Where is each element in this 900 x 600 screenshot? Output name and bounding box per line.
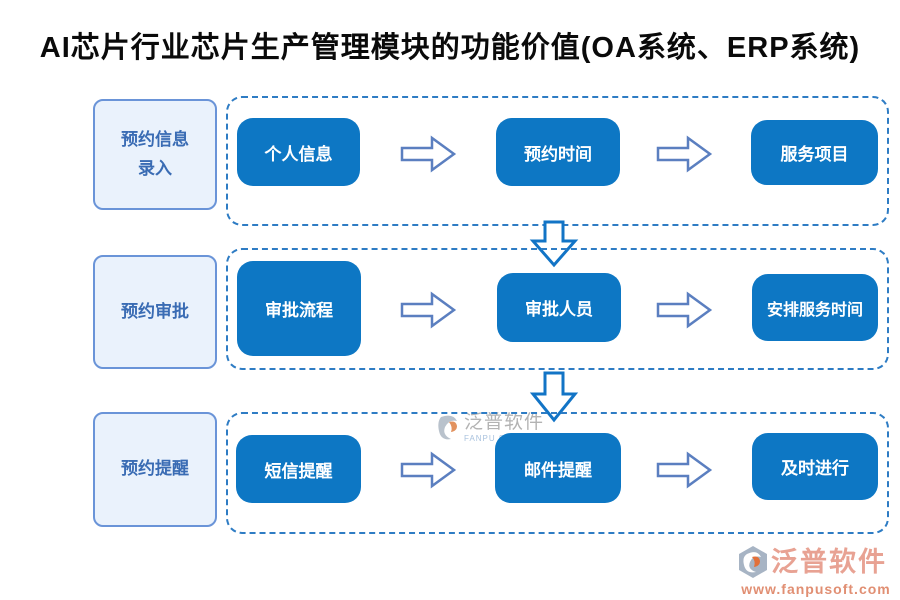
row1-step2-box: 预约时间 bbox=[496, 118, 620, 186]
row1-stage-label: 预约信息录入 bbox=[93, 99, 217, 210]
row3-step2-box: 邮件提醒 bbox=[495, 433, 621, 503]
row1-step1-box: 个人信息 bbox=[237, 118, 360, 186]
watermark-subtitle: FANPU SOFT bbox=[464, 434, 525, 443]
row3-dashed-container bbox=[226, 412, 889, 534]
page-title: AI芯片行业芯片生产管理模块的功能价值(OA系统、ERP系统) bbox=[39, 32, 861, 64]
down-arrow-icon bbox=[529, 220, 579, 268]
row2-step1-box: 审批流程 bbox=[237, 261, 361, 356]
right-arrow-icon bbox=[656, 291, 713, 329]
watermark: 泛普软件 FANPU SOFT bbox=[437, 413, 544, 443]
row2-step2-box: 审批人员 bbox=[497, 273, 621, 342]
row3-step3-box: 及时进行 bbox=[752, 433, 878, 500]
right-arrow-icon bbox=[400, 135, 457, 173]
watermark-name: 泛普软件 bbox=[464, 412, 545, 433]
watermark-text: 泛普软件 FANPU SOFT bbox=[464, 413, 544, 443]
row2-step3-box: 安排服务时间 bbox=[752, 274, 878, 341]
down-arrow-icon bbox=[529, 371, 579, 423]
footer-logo-url: www.fanpusoft.com bbox=[741, 581, 891, 597]
right-arrow-icon bbox=[656, 451, 713, 489]
footer-logo-icon bbox=[739, 546, 767, 578]
footer-logo: 泛普软件 www.fanpusoft.com bbox=[737, 545, 895, 597]
row2-stage-label-text: 预约审批 bbox=[121, 301, 189, 321]
right-arrow-icon bbox=[400, 451, 457, 489]
row2-stage-label: 预约审批 bbox=[93, 255, 217, 369]
row3-stage-label-text: 预约提醒 bbox=[121, 459, 189, 479]
row1-stage-label-text: 预约信息录入 bbox=[121, 129, 189, 178]
right-arrow-icon bbox=[656, 135, 713, 173]
footer-logo-name: 泛普软件 bbox=[771, 546, 887, 577]
row1-step3-box: 服务项目 bbox=[751, 120, 878, 185]
row2-dashed-container bbox=[226, 248, 889, 370]
watermark-logo-icon bbox=[438, 415, 457, 440]
right-arrow-icon bbox=[400, 291, 457, 329]
row3-step1-box: 短信提醒 bbox=[236, 435, 361, 503]
row3-stage-label: 预约提醒 bbox=[93, 412, 217, 527]
